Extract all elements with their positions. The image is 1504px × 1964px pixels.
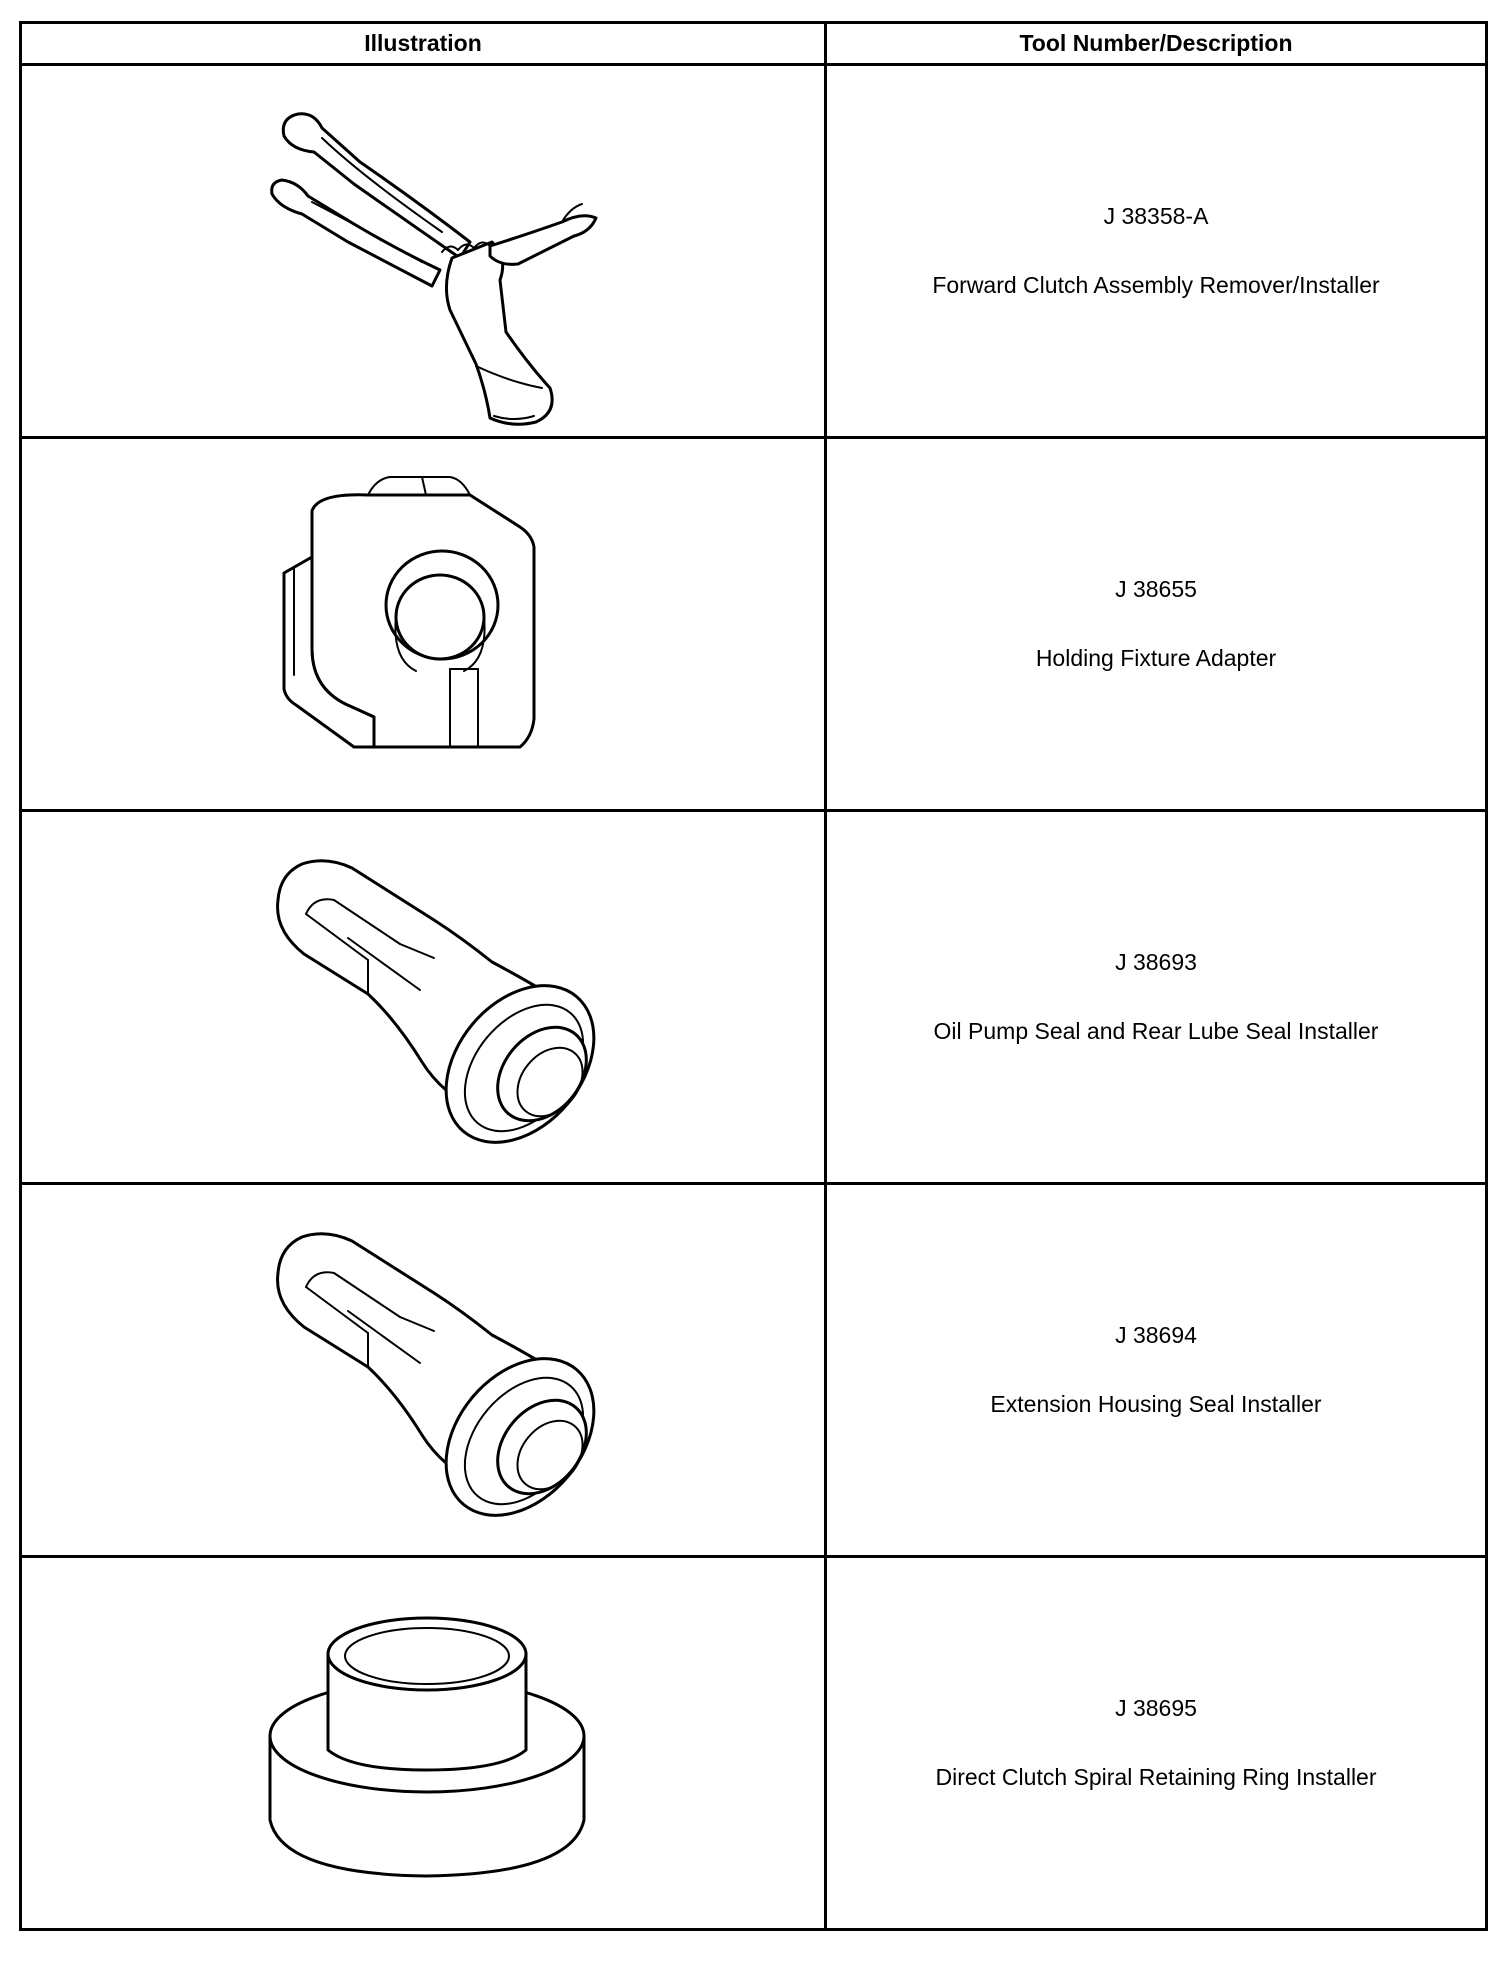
tool-number: J 38694	[1115, 1322, 1197, 1348]
tool-number: J 38695	[1115, 1695, 1197, 1721]
tool-description: Extension Housing Seal Installer	[990, 1391, 1322, 1417]
tool-description-cell: J 38655 Holding Fixture Adapter	[824, 436, 1488, 812]
tool-description: Direct Clutch Spiral Retaining Ring Inst…	[935, 1764, 1377, 1790]
header-illustration: Illustration	[19, 21, 827, 66]
header-tool-number-description: Tool Number/Description	[824, 21, 1488, 66]
table-row: J 38358-A Forward Clutch Assembly Remove…	[19, 63, 1488, 439]
table-row: J 38693 Oil Pump Seal and Rear Lube Seal…	[19, 809, 1488, 1185]
table-row: J 38695 Direct Clutch Spiral Retaining R…	[19, 1555, 1488, 1931]
tool-number: J 38358-A	[1103, 203, 1209, 229]
header-row: Illustration Tool Number/Description	[19, 21, 1488, 66]
tool-number: J 38655	[1115, 576, 1197, 602]
tool-number: J 38693	[1115, 949, 1197, 975]
special-tools-table: Illustration Tool Number/Description	[19, 21, 1488, 1931]
seal-installer-icon	[276, 859, 596, 1144]
illustration-cell	[19, 436, 827, 812]
table-row: J 38655 Holding Fixture Adapter	[19, 436, 1488, 812]
ring-installer-icon	[268, 1616, 586, 1878]
tool-description-cell: J 38358-A Forward Clutch Assembly Remove…	[824, 63, 1488, 439]
tool-description-cell: J 38694 Extension Housing Seal Installer	[824, 1182, 1488, 1558]
holding-fixture-adapter-icon	[282, 476, 536, 749]
tool-description-cell: J 38695 Direct Clutch Spiral Retaining R…	[824, 1555, 1488, 1931]
tool-description: Holding Fixture Adapter	[1035, 645, 1277, 671]
illustration-cell	[19, 1182, 827, 1558]
tool-description-cell: J 38693 Oil Pump Seal and Rear Lube Seal…	[824, 809, 1488, 1185]
tool-description: Oil Pump Seal and Rear Lube Seal Install…	[933, 1018, 1379, 1044]
illustration-cell	[19, 1555, 827, 1931]
clutch-remover-pliers-icon	[270, 112, 598, 426]
illustration-cell	[19, 63, 827, 439]
illustration-cell	[19, 809, 827, 1185]
seal-installer-icon	[276, 1232, 596, 1517]
table-row: J 38694 Extension Housing Seal Installer	[19, 1182, 1488, 1558]
tool-description: Forward Clutch Assembly Remover/Installe…	[932, 272, 1380, 298]
